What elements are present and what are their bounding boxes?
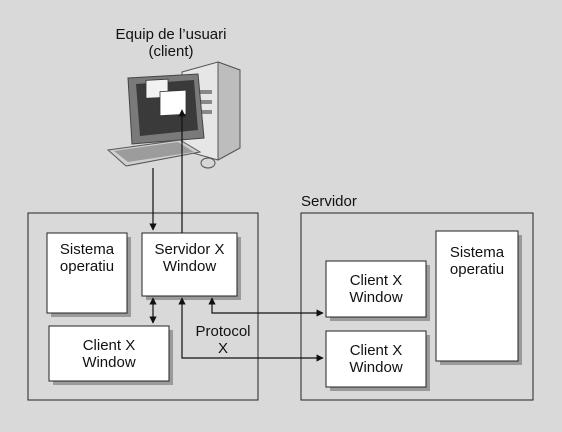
local-x-client-box — [48, 325, 170, 382]
remote-x-client-label-2: Client X Window — [349, 342, 403, 376]
server-os-box — [435, 230, 519, 362]
client-os-label: Sistema operatiu — [59, 241, 115, 275]
remote-x-client-box-1 — [325, 260, 427, 318]
client-os-box — [46, 232, 128, 314]
remote-x-client-box-2 — [325, 330, 427, 388]
local-x-client-label: Client X Window — [82, 336, 136, 371]
x-server-box — [141, 232, 238, 297]
remote-x-client-label-1: Client X Window — [349, 272, 403, 306]
x-server-label: Servidor X Window — [154, 241, 225, 275]
remote-client-2-arrow — [178, 297, 324, 362]
server-os-label: Sistema operatiu — [449, 244, 505, 278]
computer-icon — [106, 61, 241, 169]
